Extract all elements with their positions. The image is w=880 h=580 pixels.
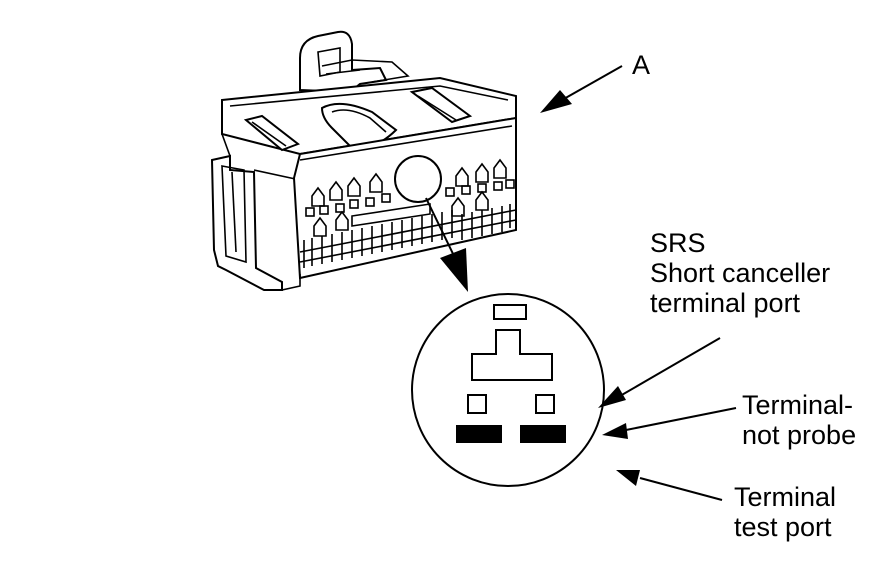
label-short-canceller: Short canceller xyxy=(650,258,830,288)
label-srs: SRS xyxy=(650,228,706,258)
connector-top-face xyxy=(221,76,517,156)
arrow-not-probe xyxy=(602,407,737,439)
magnified-terminal xyxy=(411,293,605,487)
label-terminal: Terminal xyxy=(734,482,836,512)
short-canceller-pad-left xyxy=(467,394,487,414)
terminal-cells xyxy=(299,158,517,268)
label-terminal-not: Terminal- xyxy=(742,390,853,420)
connector-a xyxy=(210,30,517,291)
arrow-test-port xyxy=(616,470,723,501)
zoom-callout xyxy=(394,155,468,292)
terminal-right xyxy=(520,425,566,443)
arrow-a xyxy=(540,65,623,113)
terminal-left xyxy=(456,425,502,443)
connector-side-face xyxy=(210,133,301,291)
label-terminal-port: terminal port xyxy=(650,288,801,318)
arrow-srs xyxy=(598,337,721,408)
label-test-port: test port xyxy=(734,512,832,542)
connector-latch xyxy=(299,30,410,94)
label-not-probe: not probe xyxy=(742,420,856,450)
label-a: A xyxy=(632,50,650,80)
short-canceller-pad-right xyxy=(535,394,555,414)
